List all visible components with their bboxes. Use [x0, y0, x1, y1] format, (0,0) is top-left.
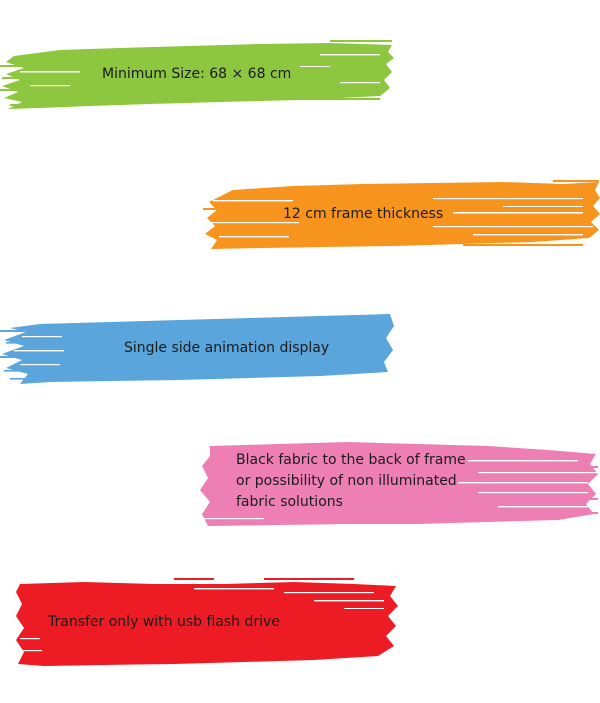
- brush-streaks: [0, 40, 392, 106]
- brush-stroke-shape: [0, 314, 394, 384]
- feature-label-line: Black fabric to the back of frame: [236, 452, 466, 468]
- feature-label: Black fabric to the back of frame or pos…: [236, 450, 466, 513]
- brush-stroke-black-fabric: Black fabric to the back of frame or pos…: [198, 436, 600, 528]
- brush-stroke-shape: [16, 578, 398, 666]
- brush-texture-gaps: [20, 54, 380, 87]
- brush-stroke-frame-thickness: 12 cm frame thickness: [203, 178, 600, 250]
- brush-stroke-body: [16, 582, 398, 666]
- brush-streaks: [203, 180, 599, 246]
- brush-streaks: [498, 466, 598, 514]
- brush-stroke-shape: [200, 442, 598, 526]
- feature-label: Minimum Size: 68 × 68 cm: [102, 66, 292, 82]
- brush-stroke-shape: [0, 40, 394, 109]
- feature-label: Single side animation display: [124, 340, 330, 356]
- feature-label: Transfer only with usb flash drive: [48, 614, 280, 630]
- brush-texture-gaps: [204, 460, 598, 520]
- feature-label-line: fabric solutions: [236, 494, 343, 510]
- feature-label-line: or possibility of non illuminated: [236, 473, 457, 489]
- brush-stroke-body: [200, 442, 598, 526]
- brush-stroke-minimum-size: Minimum Size: 68 × 68 cm: [0, 38, 395, 110]
- brush-stroke-body: [2, 43, 394, 109]
- brush-texture-gaps: [18, 588, 384, 652]
- brush-texture-gaps: [209, 198, 593, 238]
- brush-texture-gaps: [14, 336, 64, 366]
- brush-stroke-shape: [203, 180, 600, 249]
- brush-stroke-usb-transfer: Transfer only with usb flash drive: [14, 578, 398, 668]
- brush-streaks: [0, 330, 44, 380]
- brush-streaks: [174, 578, 354, 580]
- feature-label: 12 cm frame thickness: [283, 206, 444, 222]
- brush-stroke-body: [2, 314, 394, 384]
- brush-stroke-animation-display: Single side animation display: [0, 308, 395, 386]
